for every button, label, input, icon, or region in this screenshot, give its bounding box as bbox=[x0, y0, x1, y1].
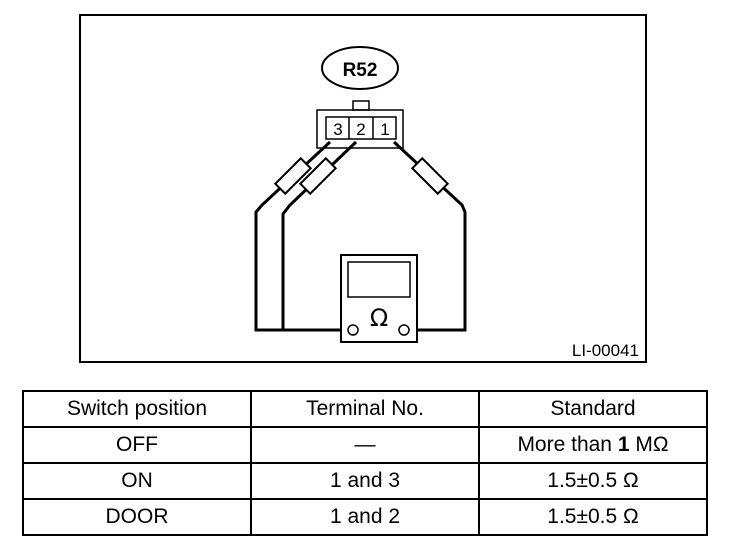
connector: 3 2 1 bbox=[316, 100, 404, 149]
figure-id: LI-00041 bbox=[572, 341, 639, 360]
standard-value: 1.5±0.5 bbox=[547, 505, 618, 528]
terminal-3: 3 bbox=[333, 120, 342, 139]
ohmmeter: Ω bbox=[340, 254, 418, 343]
header-standard: Standard bbox=[478, 390, 708, 428]
meter-display bbox=[347, 261, 411, 298]
standard-value: 1.5±0.5 bbox=[547, 469, 618, 492]
cell-standard: 1.5±0.5 Ω bbox=[478, 498, 708, 536]
header-switch-position: Switch position bbox=[22, 390, 252, 428]
terminal-1: 1 bbox=[380, 120, 389, 139]
connector-check-diagram: R52 3 2 1 Ω LI-00041 bbox=[79, 14, 647, 363]
cell-terminal: — bbox=[250, 426, 480, 464]
cell-position: DOOR bbox=[22, 498, 252, 536]
terminal-2: 2 bbox=[356, 120, 365, 139]
table-row: ON 1 and 3 1.5±0.5 Ω bbox=[22, 462, 708, 500]
resistance-spec-table: Switch position Terminal No. Standard OF… bbox=[22, 390, 708, 536]
standard-unit: Ω bbox=[617, 505, 639, 528]
cell-standard: 1.5±0.5 Ω bbox=[478, 462, 708, 500]
probe-terminal-1 bbox=[410, 156, 450, 196]
meter-symbol: Ω bbox=[370, 304, 388, 332]
connector-label-ellipse bbox=[321, 46, 399, 90]
standard-unit: Ω bbox=[617, 469, 639, 492]
cell-position: ON bbox=[22, 462, 252, 500]
header-terminal-no: Terminal No. bbox=[250, 390, 480, 428]
cell-terminal: 1 and 3 bbox=[250, 462, 480, 500]
standard-unit: MΩ bbox=[629, 433, 669, 456]
probe-terminal-2 bbox=[298, 156, 338, 196]
standard-prefix: More than bbox=[517, 433, 618, 456]
probe-bodies bbox=[273, 156, 450, 196]
diagram-frame bbox=[79, 14, 647, 363]
standard-value: 1 bbox=[617, 433, 630, 456]
meter-terminal-left bbox=[347, 324, 359, 336]
table-row: DOOR 1 and 2 1.5±0.5 Ω bbox=[22, 498, 708, 536]
table-header-row: Switch position Terminal No. Standard bbox=[22, 390, 708, 428]
meter-terminal-right bbox=[398, 324, 410, 336]
connector-label: R52 bbox=[343, 60, 378, 81]
probe-terminal-3 bbox=[273, 156, 313, 196]
cell-terminal: 1 and 2 bbox=[250, 498, 480, 536]
table-row: OFF — More than 1 MΩ bbox=[22, 426, 708, 464]
cell-standard: More than 1 MΩ bbox=[478, 426, 708, 464]
cell-position: OFF bbox=[22, 426, 252, 464]
